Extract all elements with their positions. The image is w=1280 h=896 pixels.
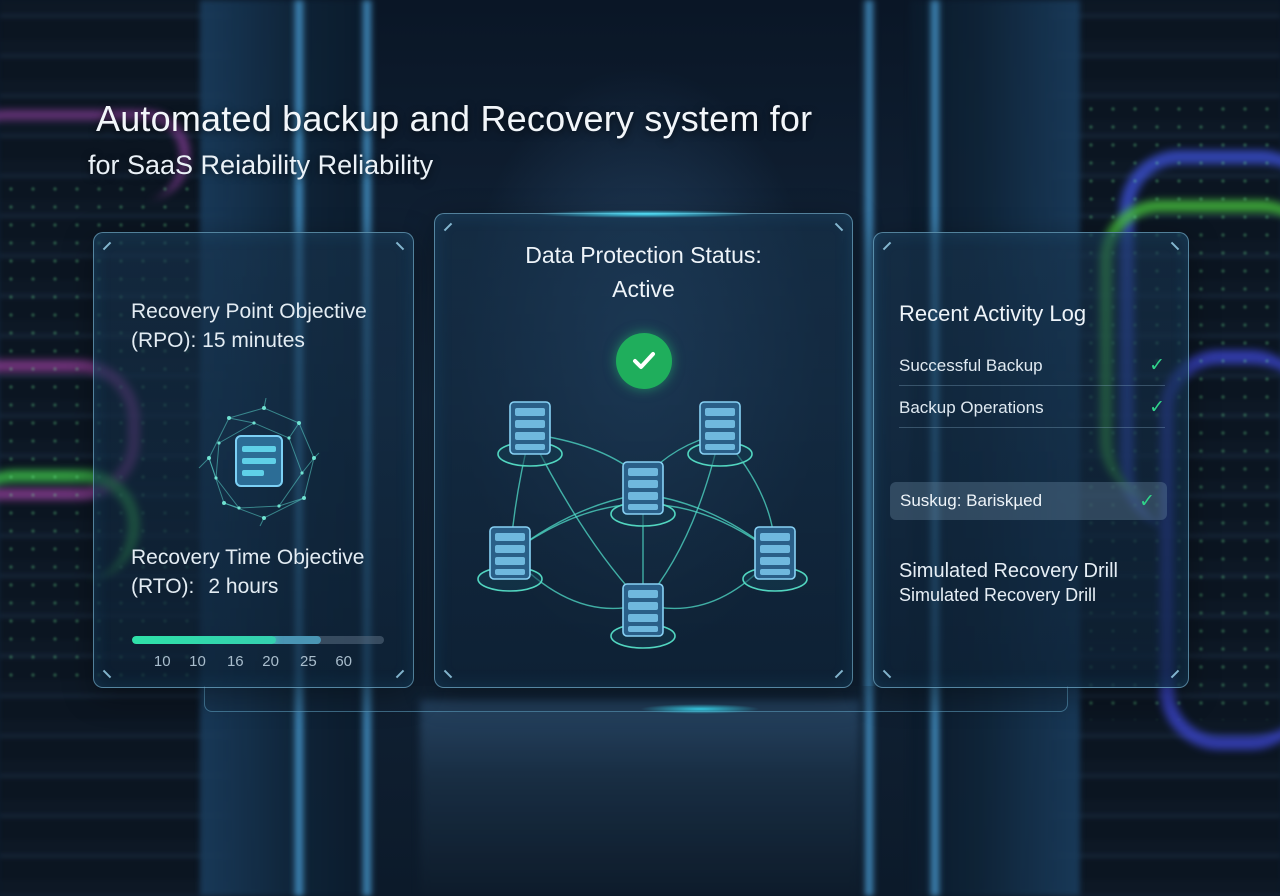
corner-mark [443,222,453,232]
server-node [477,526,543,592]
corner-mark [834,669,844,679]
rpo-label: Recovery Point Objective [131,300,367,323]
log-entry-label: Backup Operations [899,397,1044,417]
backup-server-icon [198,398,320,527]
corner-mark [443,669,453,679]
page-subtitle: for SaaS Reiability Reliability [88,150,434,180]
progress-fill-primary [132,636,276,644]
cable-purple [0,110,190,200]
progress-fill-secondary [270,636,321,644]
objectives-panel: Recovery Point Objective (RPO): 15 minut… [93,232,414,688]
rto-metric: Recovery Time Objective (RTO): 2 hours [131,543,401,601]
server-network-diagram [477,401,808,649]
rto-value-line: (RTO): 2 hours [131,572,401,601]
activity-log-panel: Recent Activity Log Successful Backup ✓ … [873,232,1189,688]
tick-label: 10 [153,653,171,670]
corner-mark [882,241,892,251]
log-entry-selected[interactable]: Suskug: Bariskµed ✓ [890,482,1167,520]
status-label: Data Protection Status: [525,242,762,268]
rpo-value: (RPO): 15 minutes [131,329,305,352]
light-pillar [862,0,876,896]
corner-mark [1170,241,1180,251]
log-entry[interactable]: Successful Backup ✓ [899,346,1165,386]
drill-title: Simulated Recovery Drill [899,560,1118,582]
protection-status: Data Protection Status: Active [435,238,852,306]
panel-base-connector [204,686,1068,712]
tick-label: 20 [262,653,279,670]
corner-mark [102,669,112,679]
progress-ticks: 10 10 16 20 25 60 [132,653,384,671]
corner-mark [395,241,405,251]
corner-mark [834,222,844,232]
check-circle-icon [616,333,672,389]
tick-label: 60 [335,653,353,670]
server-node [497,401,563,467]
server-node [610,461,676,527]
panel-glow [535,210,755,218]
protection-status-panel: Data Protection Status: Active [434,210,853,688]
tick-label: 10 [189,653,206,670]
rpo-metric: Recovery Point Objective (RPO): 15 minut… [131,297,401,355]
check-icon: ✓ [1149,355,1165,376]
corner-mark [395,669,405,679]
tick-label: 25 [300,653,317,670]
rto-progress-bar [132,636,384,644]
rto-label: Recovery Time Objective [131,546,365,569]
server-node [610,583,676,649]
server-node [687,401,753,467]
corner-mark [102,241,112,251]
log-entry-label: Successful Backup [899,355,1043,375]
log-entry-label: Suskug: Bariskµed [900,491,1043,510]
check-icon: ✓ [1139,490,1155,512]
tick-label: 16 [226,653,244,670]
corner-mark [1170,669,1180,679]
page-title: Automated backup and Recovery system for [96,98,813,139]
corner-mark [882,669,892,679]
activity-log-title: Recent Activity Log [899,301,1087,326]
rto-prefix: (RTO): [131,575,195,598]
log-entry[interactable]: Backup Operations ✓ [899,388,1165,428]
status-value: Active [612,276,675,302]
drill-subtitle: Simulated Recovery Drill [899,585,1097,605]
base-glow [640,704,760,714]
corridor-floor [420,700,860,896]
check-icon: ✓ [1149,397,1165,418]
rto-value: 2 hours [208,575,279,598]
recovery-drill: Simulated Recovery Drill Simulated Recov… [899,558,1118,606]
